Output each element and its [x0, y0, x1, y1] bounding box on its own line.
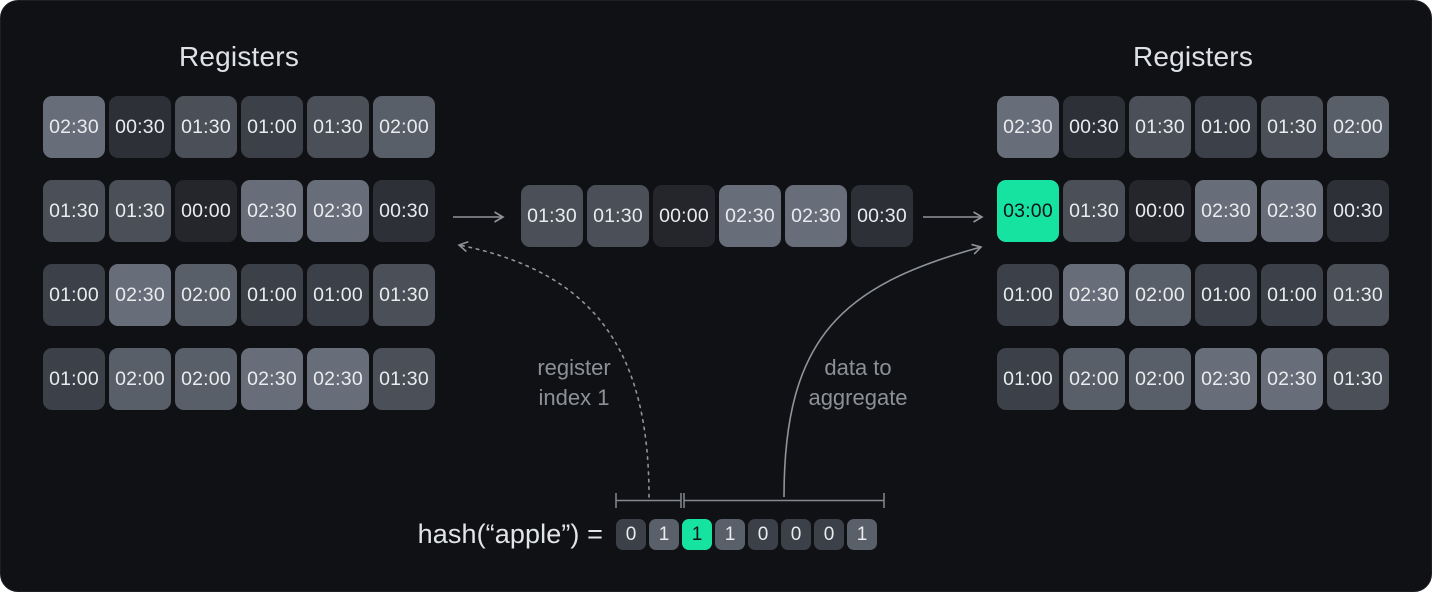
hash-expression-label: hash(“apple”) =: [417, 519, 603, 549]
register-cell: 02:30: [1261, 348, 1323, 410]
data-aggregate-label-line2: aggregate: [808, 385, 908, 410]
register-cell: 01:30: [1129, 96, 1191, 158]
register-cell: 01:00: [307, 264, 369, 326]
register-index-label: register index 1: [474, 353, 674, 413]
register-cell: 01:30: [175, 96, 237, 158]
register-cell: 02:00: [1129, 348, 1191, 410]
right-registers-title: Registers: [1132, 41, 1254, 72]
register-cell: 02:30: [241, 348, 303, 410]
register-cell: 01:30: [521, 185, 583, 247]
register-cell: 00:30: [851, 185, 913, 247]
register-index-label-line1: register: [537, 355, 611, 380]
register-cell: 02:30: [241, 180, 303, 242]
register-cell: 00:00: [175, 180, 237, 242]
register-cell: 00:30: [373, 180, 435, 242]
register-cell: 01:00: [241, 96, 303, 158]
register-cell: 03:00: [997, 180, 1059, 242]
register-cell: 02:30: [1195, 180, 1257, 242]
register-cell: 02:00: [1129, 264, 1191, 326]
register-cell: 02:30: [785, 185, 847, 247]
register-cell: 02:00: [175, 264, 237, 326]
register-cell: 02:00: [373, 96, 435, 158]
register-cell: 01:30: [307, 96, 369, 158]
register-cell: 01:00: [43, 264, 105, 326]
register-cell: 02:00: [109, 348, 171, 410]
register-cell: 01:00: [1261, 264, 1323, 326]
register-cell: 01:00: [1195, 96, 1257, 158]
register-cell: 02:00: [175, 348, 237, 410]
register-cell: 02:00: [1063, 348, 1125, 410]
register-cell: 01:30: [1327, 264, 1389, 326]
hash-bit: 0: [748, 519, 778, 550]
hash-bit: 1: [649, 519, 679, 550]
register-cell: 01:30: [1327, 348, 1389, 410]
register-cell: 02:30: [1063, 264, 1125, 326]
register-cell: 00:00: [1129, 180, 1191, 242]
hash-bit: 0: [616, 519, 646, 550]
register-cell: 01:30: [109, 180, 171, 242]
register-cell: 02:30: [1195, 348, 1257, 410]
register-cell: 01:30: [1063, 180, 1125, 242]
register-cell: 01:30: [43, 180, 105, 242]
register-cell: 01:30: [373, 348, 435, 410]
hash-bit: 1: [682, 519, 712, 550]
register-cell: 02:30: [43, 96, 105, 158]
left-registers-title: Registers: [178, 41, 300, 72]
register-cell: 01:00: [43, 348, 105, 410]
register-cell: 00:30: [109, 96, 171, 158]
register-cell: 01:30: [373, 264, 435, 326]
register-index-label-line2: index 1: [538, 385, 610, 410]
register-index-bracket: [615, 493, 682, 508]
register-cell: 01:30: [587, 185, 649, 247]
register-cell: 00:30: [1063, 96, 1125, 158]
register-cell: 01:00: [997, 348, 1059, 410]
hash-bit: 0: [814, 519, 844, 550]
register-cell: 01:30: [1261, 96, 1323, 158]
register-cell: 02:30: [1261, 180, 1323, 242]
register-cell: 01:00: [997, 264, 1059, 326]
register-cell: 02:30: [719, 185, 781, 247]
data-aggregate-label: data to aggregate: [758, 353, 958, 413]
hash-bit: 1: [847, 519, 877, 550]
hash-bit: 1: [715, 519, 745, 550]
data-aggregate-label-line1: data to: [824, 355, 892, 380]
hash-bit: 0: [781, 519, 811, 550]
register-cell: 00:00: [653, 185, 715, 247]
register-cell: 02:30: [997, 96, 1059, 158]
register-cell: 02:30: [109, 264, 171, 326]
register-cell: 01:00: [241, 264, 303, 326]
register-cell: 02:30: [307, 180, 369, 242]
register-cell: 01:00: [1195, 264, 1257, 326]
register-cell: 00:30: [1327, 180, 1389, 242]
aggregate-bits-bracket: [683, 493, 885, 508]
register-cell: 02:00: [1327, 96, 1389, 158]
register-cell: 02:30: [307, 348, 369, 410]
